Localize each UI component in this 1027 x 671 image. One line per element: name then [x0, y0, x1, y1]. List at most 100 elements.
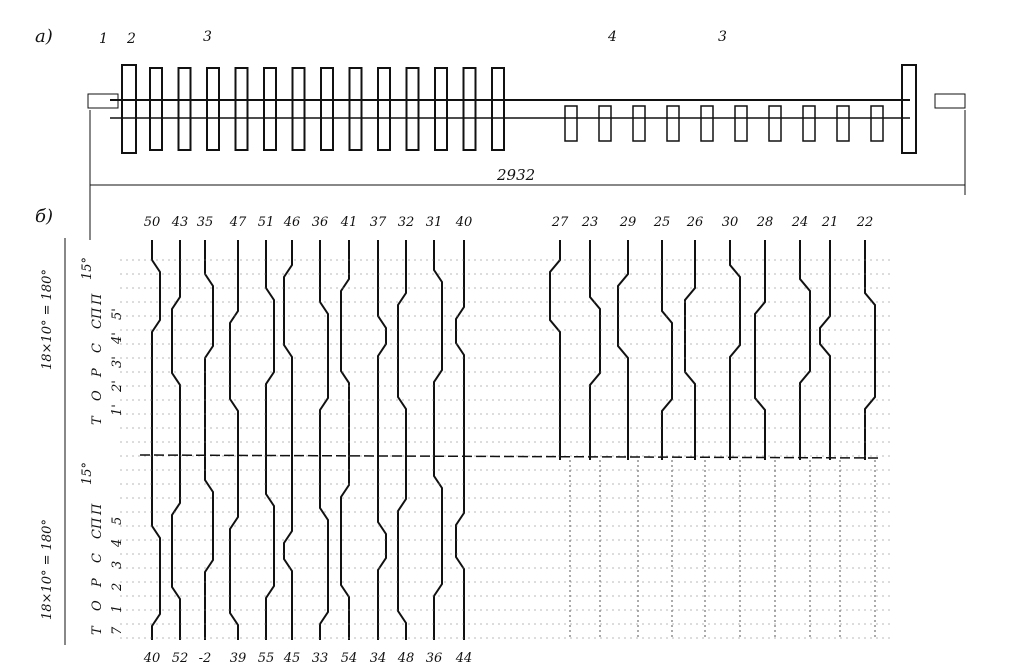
cam-number-top-right: 22: [856, 215, 874, 230]
position-letter-upper: С: [90, 343, 105, 353]
cam-number-bottom: 44: [455, 651, 473, 666]
offset-label-upper: 15°: [80, 256, 95, 280]
small-cam: [802, 105, 816, 142]
cam-timing-trace-upper: [229, 240, 239, 455]
cam-timing-trace-right: [729, 240, 741, 460]
cam-timing-trace-upper: [377, 240, 387, 455]
cam-disc: [177, 67, 192, 151]
position-digit-upper: 1': [110, 404, 125, 416]
position-letter-lower: Т: [90, 626, 105, 635]
cam-timing-trace-lower: [283, 455, 293, 640]
cam-number-top: 36: [311, 215, 329, 230]
position-letter-lower: С: [90, 553, 105, 563]
cam-disc: [462, 67, 477, 151]
position-letter-upper: Р: [90, 368, 105, 377]
cam-disc: [377, 67, 391, 151]
cam-timing-trace-right: [617, 240, 629, 460]
cam-timing-trace-right: [819, 240, 831, 460]
shaft-end-right: [934, 93, 966, 109]
position-digit-upper: 2': [110, 380, 125, 392]
position-letter-lower: О: [90, 600, 105, 611]
cam-timing-trace-lower: [171, 455, 181, 640]
position-digit-lower: 2: [110, 582, 125, 591]
cam-timing-trace-lower: [151, 455, 161, 640]
cam-timing-trace-lower: [229, 455, 239, 640]
cam-disc: [405, 67, 420, 151]
position-letter-upper: О: [90, 390, 105, 401]
cam-number-top: 35: [196, 215, 214, 230]
panel-b-label: б): [35, 206, 54, 227]
part-label-1: 1: [99, 31, 108, 47]
length-dimension: 2932: [497, 166, 536, 184]
cam-disc: [348, 67, 363, 151]
cam-timing-trace-upper: [455, 240, 465, 455]
cam-disc: [291, 67, 306, 151]
cam-timing-trace-lower: [433, 455, 443, 640]
cam-number-top: 46: [283, 215, 301, 230]
small-cam: [598, 105, 612, 142]
cam-disc: [491, 67, 505, 151]
cam-timing-trace-upper: [340, 240, 350, 455]
position-digit-lower: 5: [110, 516, 125, 525]
cam-disc: [149, 67, 163, 151]
flange-left: [121, 64, 137, 154]
position-letter-upper: Т: [90, 416, 105, 425]
cam-timing-trace-upper: [433, 240, 443, 455]
small-cam: [666, 105, 680, 142]
position-digit-upper: 5': [110, 308, 125, 320]
position-digit-lower: 3: [110, 560, 125, 569]
cam-number-top-right: 23: [581, 215, 599, 230]
small-cam: [734, 105, 748, 142]
position-digit-lower: 4: [110, 538, 125, 547]
part-label-4: 4: [608, 29, 617, 45]
cam-number-bottom: 48: [397, 651, 415, 666]
panel-a-label-text: а): [35, 26, 53, 47]
cam-number-top-right: 25: [653, 215, 671, 230]
offset-label-lower: 15°: [80, 461, 95, 485]
part-label-2: 2: [127, 31, 136, 47]
cam-number-bottom: 54: [340, 651, 358, 666]
cam-timing-trace-right: [661, 240, 673, 460]
phase-divider: [139, 454, 881, 459]
cam-number-top: 41: [340, 215, 358, 230]
cam-timing-trace-lower: [319, 455, 329, 640]
cam-timing-trace-lower: [204, 455, 214, 640]
cam-number-top-right: 26: [686, 215, 704, 230]
position-letter-lower: СП: [90, 517, 105, 539]
cam-disc: [320, 67, 334, 151]
cam-number-top: 51: [257, 215, 275, 230]
cam-number-bottom: 39: [229, 651, 247, 666]
cam-number-bottom: 45: [283, 651, 301, 666]
cam-number-top-right: 30: [721, 215, 739, 230]
cam-timing-trace-upper: [171, 240, 181, 455]
cam-disc: [234, 67, 249, 151]
cam-disc: [263, 67, 277, 151]
cam-timing-trace-lower: [455, 455, 465, 640]
cam-timing-trace-upper: [151, 240, 161, 455]
cam-timing-trace-right: [754, 240, 766, 460]
cam-number-top: 40: [455, 215, 473, 230]
cam-number-top: 47: [229, 215, 247, 230]
cam-timing-trace-right: [864, 240, 876, 460]
cam-timing-trace-upper: [283, 240, 293, 455]
part-label-3: 3: [203, 29, 212, 45]
cam-number-top: 37: [369, 215, 387, 230]
cam-number-bottom: 40: [143, 651, 161, 666]
small-cam: [700, 105, 714, 142]
part-label-3b: 3: [718, 29, 727, 45]
cam-disc: [206, 67, 220, 151]
position-digit-upper: 4': [110, 332, 125, 344]
position-digit-lower: 7: [110, 626, 125, 635]
small-cam: [564, 105, 578, 142]
cam-timing-trace-upper: [265, 240, 275, 455]
small-cam: [768, 105, 782, 142]
cam-timing-trace-upper: [319, 240, 329, 455]
lower-range-label: 18×10° = 180°: [40, 519, 55, 620]
position-letter-lower: Р: [90, 578, 105, 587]
small-cam: [836, 105, 850, 142]
cam-timing-trace-lower: [265, 455, 275, 640]
cam-number-top: 43: [171, 215, 189, 230]
cam-timing-trace-lower: [397, 455, 407, 640]
